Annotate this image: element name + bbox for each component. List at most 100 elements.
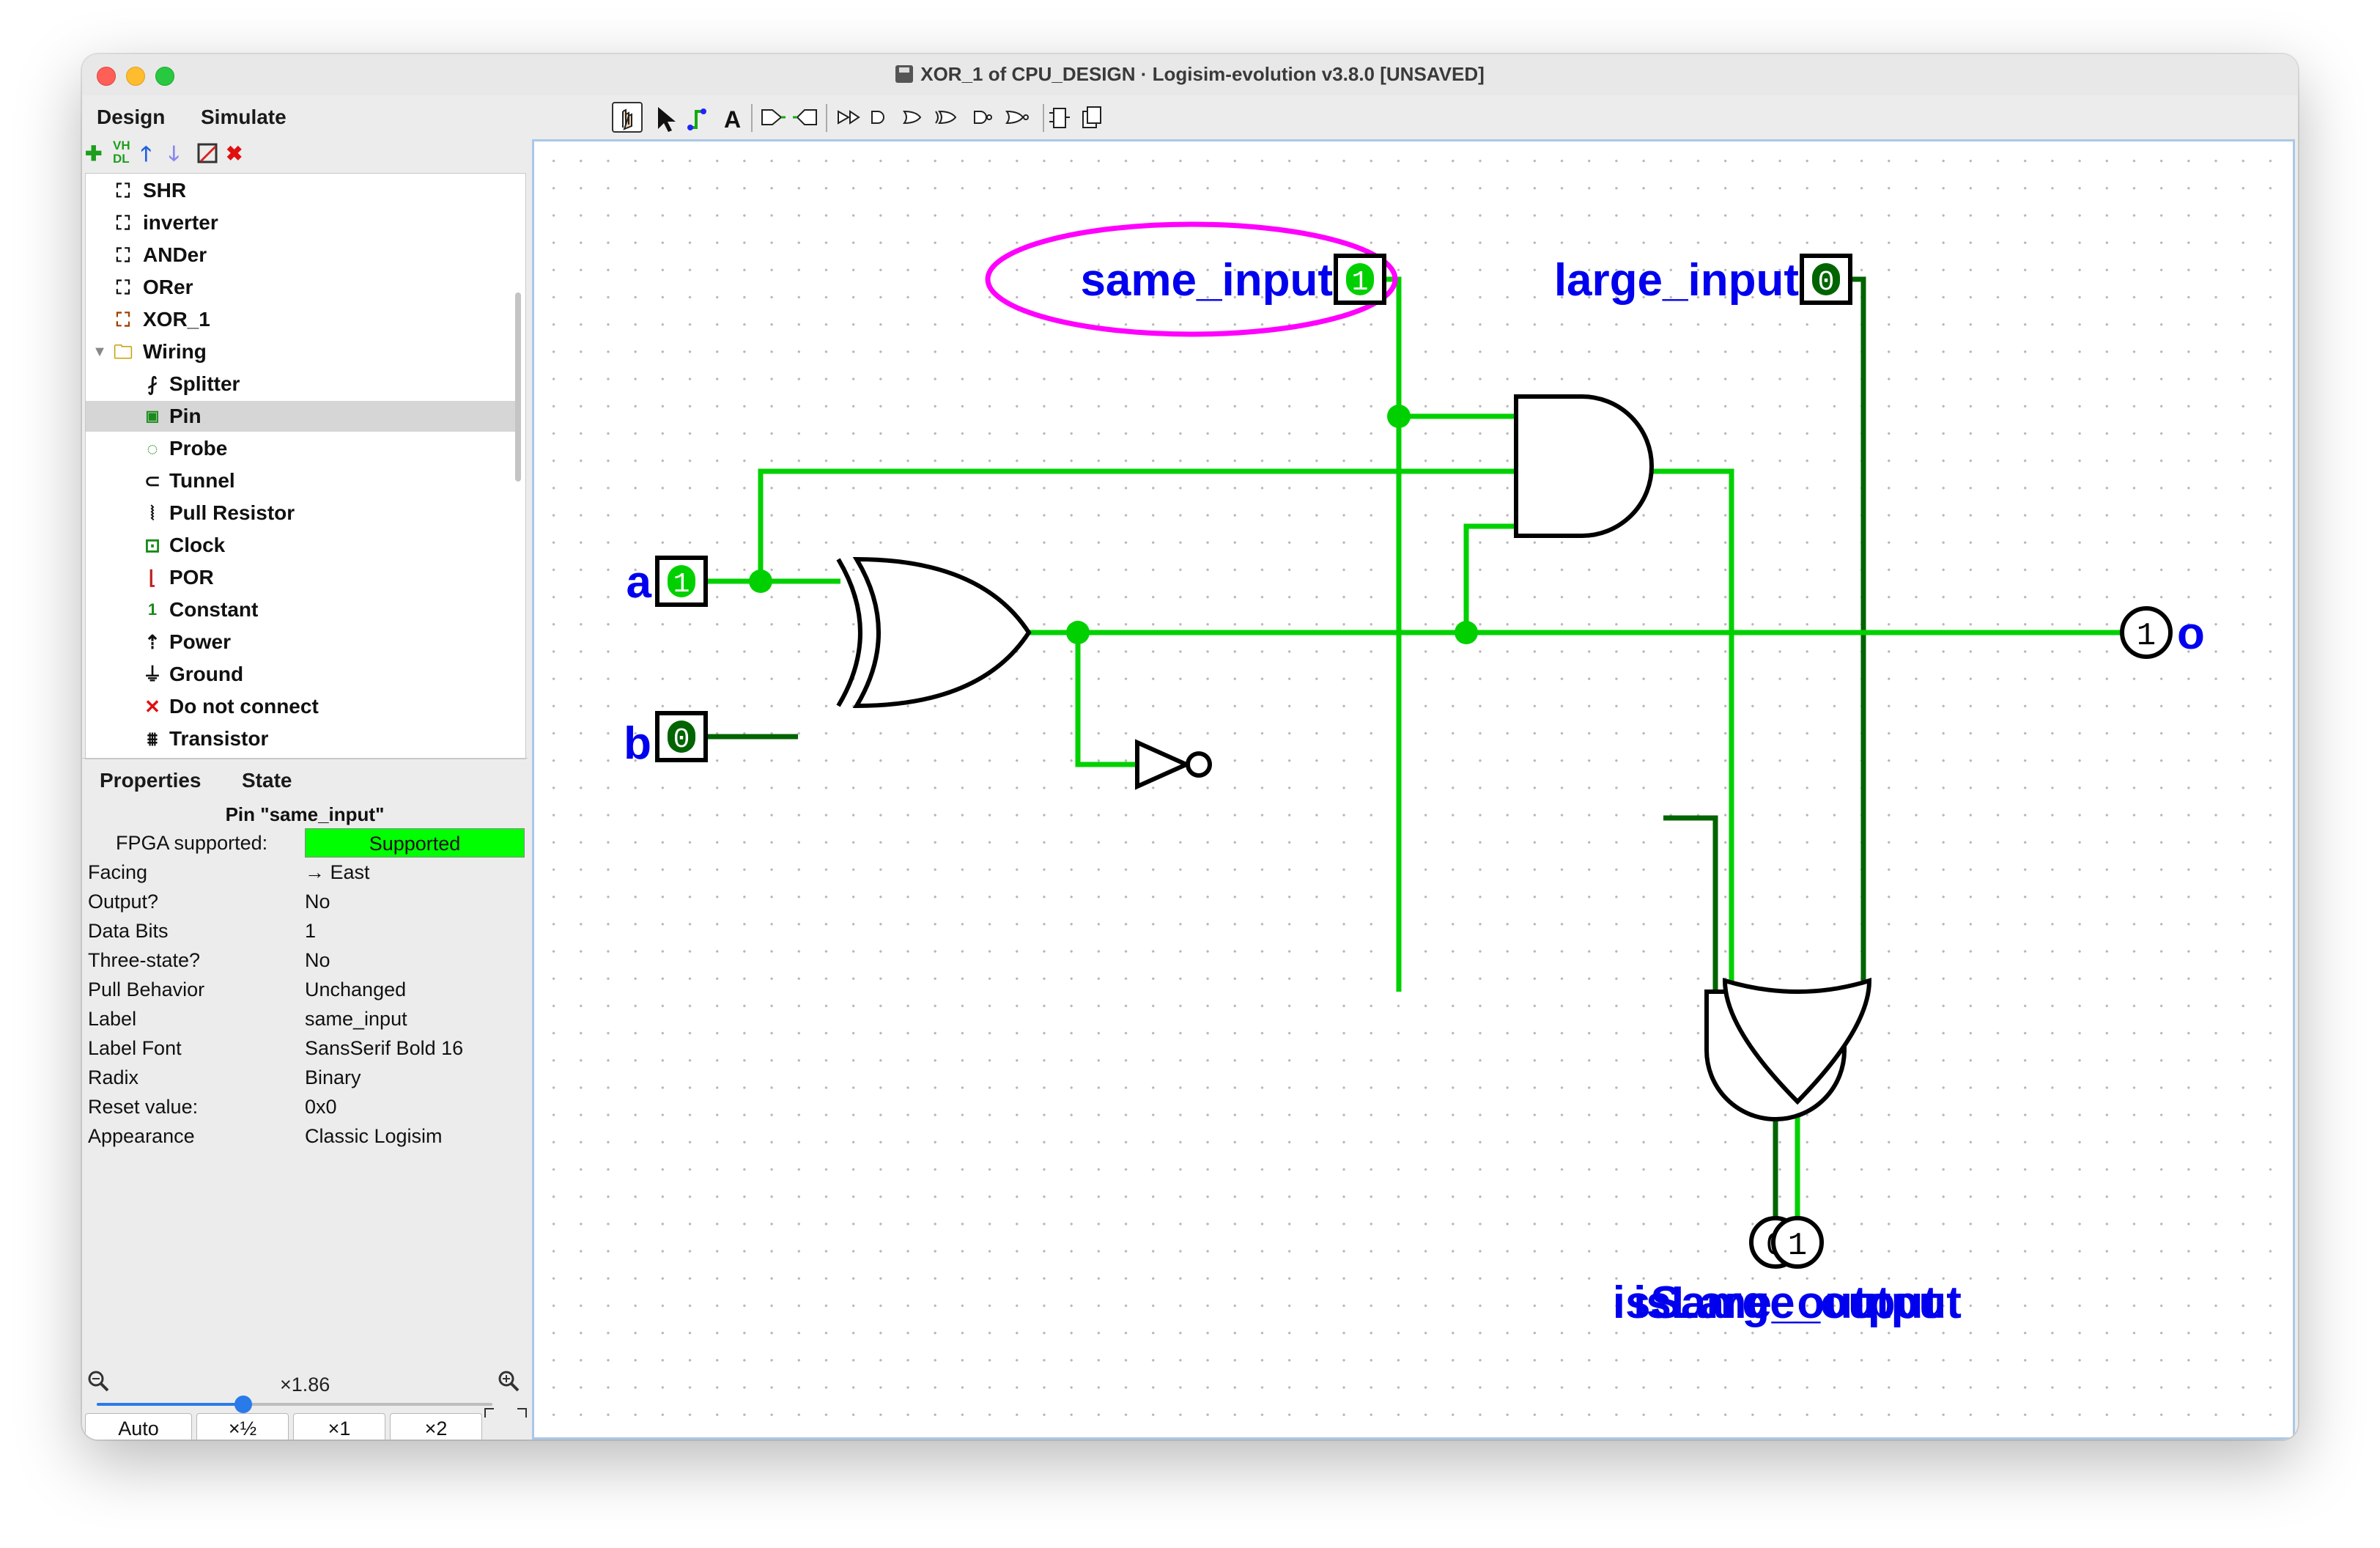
tree-item-selected[interactable]: ▣Pin — [86, 401, 521, 432]
move-down-icon[interactable]: 🡓 — [169, 142, 180, 165]
pin-b[interactable]: 0 — [655, 711, 708, 762]
zoom-area: ×1.86 — [82, 1371, 528, 1440]
tree-item[interactable]: ⏚Ground — [141, 659, 525, 690]
or-gate-tool-icon[interactable] — [903, 110, 922, 125]
zoom-slider-track[interactable] — [97, 1403, 492, 1406]
tree-item[interactable]: ⇡Power — [141, 627, 525, 657]
tree-item-label: Splitter — [169, 372, 240, 395]
property-value[interactable]: Binary — [305, 1066, 361, 1088]
and-gate-tool-icon[interactable] — [871, 111, 884, 124]
property-value[interactable]: 1 — [305, 920, 317, 942]
tab-design[interactable]: Design — [97, 106, 166, 128]
chevron-down-icon[interactable]: ▼ — [92, 344, 107, 360]
tree-item[interactable]: ⌊POR — [141, 562, 525, 593]
text-tool-icon[interactable]: A — [724, 106, 741, 133]
property-value[interactable]: SansSerif Bold 16 — [305, 1037, 464, 1059]
add-circuit-icon[interactable]: ✚ — [85, 142, 103, 165]
tab-simulate[interactable]: Simulate — [201, 106, 287, 128]
title-bar[interactable]: XOR_1 of CPU_DESIGN · Logisim-evolution … — [82, 54, 2298, 96]
property-value[interactable]: Classic Logisim — [305, 1125, 443, 1147]
circuit-svg: 1 same_input 0 large_input 1 a 0 b — [624, 221, 2205, 1328]
window-title: XOR_1 of CPU_DESIGN · Logisim-evolution … — [82, 63, 2298, 86]
tab-state[interactable]: State — [242, 769, 292, 792]
tree-item[interactable]: ⛶XOR_1 — [112, 304, 522, 335]
property-value[interactable]: Supported — [305, 828, 525, 858]
poke-tool-icon[interactable] — [612, 102, 643, 133]
select-tool-icon[interactable] — [658, 107, 676, 132]
not-gate[interactable] — [1135, 739, 1212, 790]
zoom-in-icon[interactable] — [497, 1369, 520, 1396]
nor-gate-tool-icon[interactable] — [1005, 110, 1029, 125]
properties-title: Pin "same_input" — [225, 803, 385, 825]
or-gate-bottom[interactable] — [1722, 977, 1872, 1105]
tree-folder-wiring[interactable]: ▼🗀Wiring — [89, 336, 499, 367]
pin-icon: ▣ — [145, 408, 160, 424]
zoom-half-button[interactable]: ×½ — [196, 1413, 289, 1440]
tree-item-label: inverter — [143, 211, 218, 234]
zoom-out-icon[interactable] — [86, 1369, 110, 1396]
tree-item[interactable]: ⛶SHR — [112, 175, 522, 206]
minimize-window-button[interactable] — [126, 67, 145, 86]
xor-gate-tool-icon[interactable] — [935, 110, 957, 125]
tree-item[interactable]: ⛶ORer — [112, 272, 522, 303]
delete-circuit-icon[interactable]: ✖ — [226, 142, 243, 165]
output-islarge[interactable]: 1 — [1771, 1216, 1824, 1269]
zoom-one-button[interactable]: ×1 — [293, 1413, 385, 1440]
property-value[interactable]: No — [305, 949, 330, 971]
main-tabs: Design Simulate — [82, 95, 528, 136]
tree-item[interactable]: ✕Do not connect — [141, 691, 525, 722]
output-o[interactable]: 1 — [2120, 606, 2173, 659]
property-value[interactable]: Unchanged — [305, 978, 407, 1000]
component-tree: ⛶SHR ⛶inverter ⛶ANDer ⛶ORer ⛶XOR_1 ▼🗀Wir… — [85, 173, 526, 759]
tree-item[interactable]: ⛶ANDer — [112, 240, 522, 270]
tree-item[interactable]: ⊂Tunnel — [141, 465, 525, 496]
wire-tool-icon[interactable] — [687, 108, 706, 130]
fullscreen-icon[interactable] — [484, 1407, 528, 1440]
tree-item[interactable]: ⨏Splitter — [141, 369, 525, 399]
tree-scrollbar[interactable] — [515, 292, 521, 482]
circuit-canvas[interactable]: 1 same_input 0 large_input 1 a 0 b — [532, 139, 2295, 1440]
wire-not-output — [1663, 815, 1718, 992]
xor-gate[interactable] — [836, 556, 1032, 709]
nand-gate-tool-icon[interactable] — [974, 111, 992, 124]
pin-a[interactable]: 1 — [655, 556, 708, 607]
window-title-text: XOR_1 of CPU_DESIGN · Logisim-evolution … — [920, 63, 1485, 85]
tree-item[interactable]: ◌Probe — [141, 433, 525, 464]
zoom-slider-knob[interactable] — [234, 1396, 252, 1413]
circuit-layout-icon[interactable] — [1049, 108, 1070, 128]
label-issame-output: isSame_output — [1613, 1278, 1938, 1328]
input-pin-tool-icon[interactable] — [761, 109, 786, 125]
property-value[interactable]: → East — [305, 861, 370, 883]
move-up-icon[interactable]: 🡑 — [141, 142, 152, 165]
and-gate-top[interactable] — [1514, 394, 1654, 538]
floppy-disk-icon — [895, 65, 914, 83]
property-value[interactable]: 0x0 — [305, 1096, 337, 1118]
pin-large-input[interactable]: 0 — [1800, 254, 1852, 305]
canvas-toolbar: A — [528, 95, 2298, 139]
pin-value: 1 — [673, 569, 690, 600]
property-value[interactable]: No — [305, 891, 330, 913]
pin-value: 1 — [1352, 267, 1369, 298]
not-bubble — [1186, 751, 1212, 778]
pin-same-input[interactable]: 1 — [1334, 254, 1386, 305]
buffer-gate-tool-icon[interactable] — [838, 110, 860, 125]
maximize-window-button[interactable] — [155, 67, 174, 86]
tab-properties[interactable]: Properties — [100, 769, 202, 792]
folder-icon: 🗀 — [113, 341, 133, 363]
zoom-auto-button[interactable]: Auto — [85, 1413, 192, 1440]
tree-item[interactable]: ⊡Clock — [141, 530, 525, 561]
close-window-button[interactable] — [97, 67, 116, 86]
output-pin-tool-icon[interactable] — [793, 109, 817, 125]
ground-icon: ⏚ — [142, 663, 162, 685]
zoom-two-button[interactable]: ×2 — [390, 1413, 482, 1440]
tree-item[interactable]: ⛶inverter — [112, 207, 522, 238]
property-value[interactable]: same_input — [305, 1008, 407, 1030]
tree-item[interactable]: ⦚Pull Resistor — [141, 498, 525, 528]
pin-value-bg — [668, 720, 695, 753]
appearance-layout-icon[interactable] — [1082, 106, 1101, 128]
edit-appearance-icon[interactable] — [196, 142, 218, 169]
tree-item[interactable]: ⩩Transistor — [141, 723, 525, 754]
